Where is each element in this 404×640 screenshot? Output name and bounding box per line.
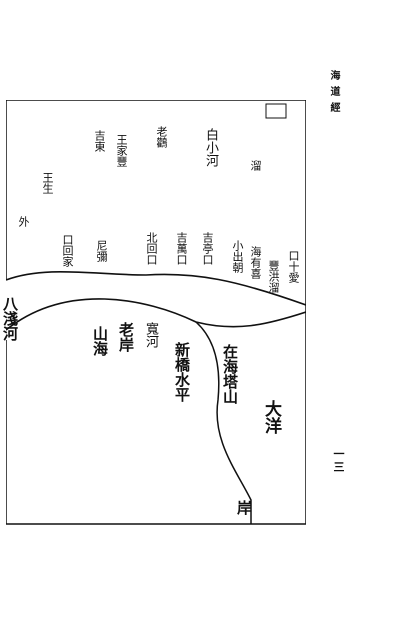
place-label: 王生 [41,172,54,194]
north-shore-line [6,270,306,306]
shore-label: 尼彌 [95,240,108,262]
place-label: 吉東 [93,130,106,152]
shore-label: 口十愛 [287,250,300,283]
map-panel: 白小河 老鸛 王家豐 吉東 王生 溜 口十愛 豐洪溜 海有喜 小出朝 吉亭口 吉… [1,100,306,526]
river-label-west: 八淺河 [1,296,19,341]
south-label: 在海塔山 [221,344,239,404]
map-drawing [6,100,306,525]
place-label: 白小河 [203,128,218,167]
shore-label: 北回口 [145,232,158,265]
running-title: 海道經 [328,70,339,118]
shore-label: 口回家 [61,234,74,267]
shore-label: 溜 [249,160,262,171]
ocean-label: 大洋 [261,400,281,434]
shore-label: 海有喜 [249,246,262,279]
page-number: 一三 [332,448,345,474]
south-label: 新橋水平 [173,342,191,402]
shore-label: 吉萬口 [175,232,188,265]
corner-mark [265,103,287,119]
place-label: 王家豐 [115,134,128,167]
shore-label: 豐洪溜 [267,260,280,293]
south-shore-line [6,298,306,331]
shore-label: 外 [17,216,30,227]
place-label: 老鸛 [155,126,168,148]
shore-label: 小出朝 [231,240,244,273]
south-label: 老岸 [117,322,135,352]
south-label: 山海 [91,326,109,356]
shore-label-bottom: 岸 [235,500,253,515]
shore-label: 吉亭口 [201,232,214,265]
river-label-mid: 寬河 [143,322,158,348]
river-channel [195,321,252,524]
